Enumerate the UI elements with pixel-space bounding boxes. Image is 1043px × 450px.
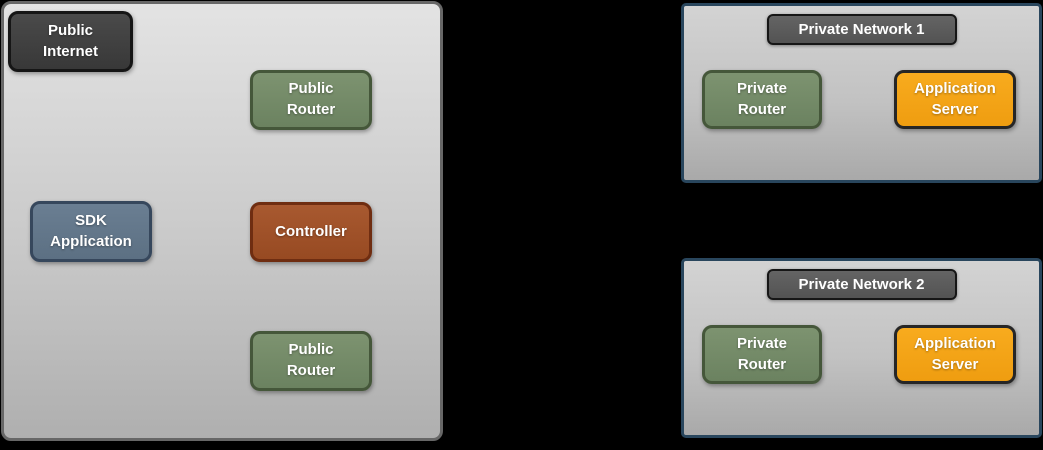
node-sdk-application: SDK Application xyxy=(30,201,152,262)
node-label: Application Server xyxy=(914,334,996,373)
node-application-server-1: Application Server xyxy=(894,70,1016,129)
node-public-router-bottom: Public Router xyxy=(250,331,372,391)
node-label: Public Internet xyxy=(42,21,98,60)
private-network-2-title: Private Network 2 xyxy=(766,269,957,300)
node-public-router-top: Public Router xyxy=(250,70,372,130)
node-private-router-2: Private Router xyxy=(702,325,822,384)
node-label: Private Router xyxy=(736,79,788,118)
node-label: Application Server xyxy=(914,79,996,118)
node-label: Public Router xyxy=(286,80,336,118)
public-internet-zone: Public Internet Public Router SDK Applic… xyxy=(1,1,443,441)
private-network-1-zone: Private Network 1 Private Router Applica… xyxy=(681,3,1042,183)
node-label: Private Router xyxy=(736,334,788,373)
private-network-2-zone: Private Network 2 Private Router Applica… xyxy=(681,258,1042,438)
node-label: Public Router xyxy=(286,341,336,379)
node-application-server-2: Application Server xyxy=(894,325,1016,384)
node-private-router-1: Private Router xyxy=(702,70,822,129)
node-controller: Controller xyxy=(250,202,372,262)
node-label: SDK Application xyxy=(50,211,132,250)
private-network-1-title: Private Network 1 xyxy=(766,14,957,45)
node-label: Controller xyxy=(275,222,347,240)
node-public-internet: Public Internet xyxy=(8,11,133,72)
